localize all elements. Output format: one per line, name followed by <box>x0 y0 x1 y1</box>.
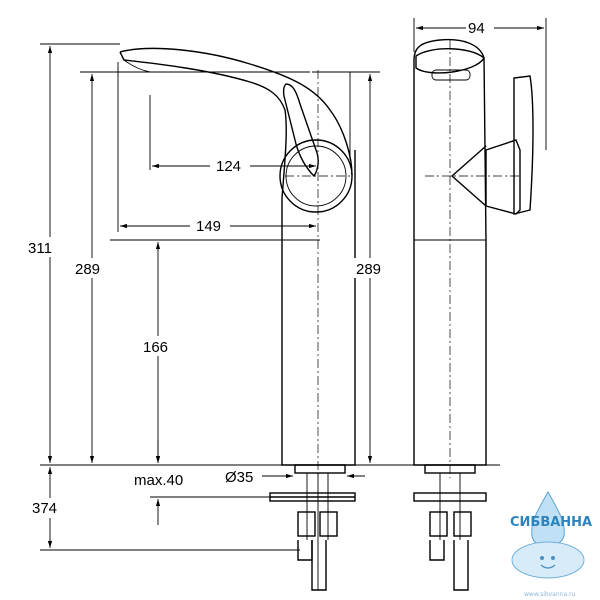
label-diameter: Ø35 <box>225 469 253 486</box>
bathtub-icon <box>511 541 585 579</box>
side-hose-right <box>453 540 469 591</box>
front-nut-right <box>319 511 338 537</box>
label-289-left: 289 <box>75 261 100 278</box>
label-289-right: 289 <box>356 261 381 278</box>
side-spout-top <box>415 48 485 74</box>
front-spout <box>119 47 353 199</box>
front-spout-lip <box>123 59 151 73</box>
side-washer <box>413 492 487 502</box>
side-nut-right <box>453 511 472 537</box>
side-hose-left <box>429 540 445 561</box>
side-cone <box>450 145 487 207</box>
label-311: 311 <box>28 240 52 257</box>
side-aerator <box>431 69 471 81</box>
front-hose-left <box>297 540 313 561</box>
front-body <box>281 150 356 466</box>
front-view <box>119 47 356 591</box>
label-166: 166 <box>143 339 168 356</box>
front-hose-mid <box>311 540 327 591</box>
label-94: 94 <box>468 20 485 37</box>
front-nut-left <box>297 511 316 537</box>
logo-name: СИБВАННА <box>510 515 592 530</box>
side-nut-left <box>429 511 448 537</box>
label-374: 374 <box>32 500 57 517</box>
logo-url: www.sibvanna.ru <box>524 591 576 598</box>
side-lever-block <box>485 139 521 215</box>
front-base-ring <box>294 464 346 474</box>
front-cartridge <box>279 139 353 213</box>
label-max40: max.40 <box>134 472 183 489</box>
sibvanna-logo: СИБВАННА www.sibvanna.ru <box>510 490 592 598</box>
dimension-lines <box>40 18 547 551</box>
front-lever <box>282 83 319 178</box>
label-149: 149 <box>196 218 221 235</box>
dimension-labels: 311 289 166 124 149 289 max.40 Ø35 374 9… <box>27 18 494 518</box>
side-lever <box>513 75 534 215</box>
label-124: 124 <box>216 158 241 175</box>
side-view <box>413 38 534 591</box>
